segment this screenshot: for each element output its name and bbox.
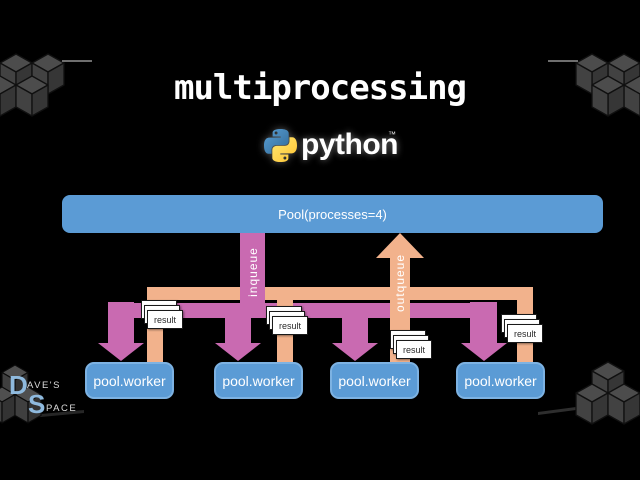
worker-label: pool.worker: [338, 372, 411, 389]
result-paper: result: [396, 340, 432, 359]
pool-box: Pool(processes=4): [62, 195, 603, 233]
worker-label: pool.worker: [464, 372, 537, 389]
arrow-down-icon: [332, 343, 378, 361]
result-label: result: [402, 344, 425, 355]
result-paper: result: [507, 324, 543, 343]
inqueue-arrow-shaft: [240, 232, 265, 318]
watermark-cubes: [0, 364, 84, 424]
corner-cubes-bottom-right: [538, 361, 640, 425]
worker-box-3: pool.worker: [330, 362, 419, 399]
arrow-down-icon: [215, 343, 261, 361]
result-label: result: [513, 328, 536, 339]
worker-box-1: pool.worker: [85, 362, 174, 399]
result-stack-4: result: [501, 314, 545, 344]
corner-cubes-top-right: [548, 53, 640, 117]
worker-box-4: pool.worker: [456, 362, 545, 399]
outqueue-label: outqueue: [393, 253, 407, 313]
watermark-letter-s: S: [28, 389, 46, 419]
corner-cubes-top-left: [0, 53, 92, 117]
result-stack-2: result: [266, 306, 310, 336]
pool-label: Pool(processes=4): [278, 206, 387, 222]
python-wordmark: python: [301, 128, 398, 161]
python-trademark: ™: [388, 130, 396, 139]
inqueue-drop-worker2: [225, 316, 251, 345]
worker-box-2: pool.worker: [214, 362, 303, 399]
result-paper: result: [147, 310, 183, 329]
result-stack-1: result: [141, 300, 185, 330]
watermark-text-pace: PACE: [46, 403, 78, 414]
arrow-down-icon: [461, 343, 507, 361]
watermark-text-aves: AVE'S: [27, 380, 61, 391]
arrow-down-icon: [98, 343, 144, 361]
inqueue-label: inqueue: [246, 247, 260, 297]
worker-label: pool.worker: [222, 372, 295, 389]
outqueue-horizontal-band: [147, 287, 533, 300]
result-label: result: [278, 320, 301, 331]
result-stack-3: result: [390, 330, 434, 360]
inqueue-drop-worker3: [342, 316, 368, 345]
result-paper: result: [272, 316, 308, 335]
outqueue-arrow-up-icon: [376, 233, 424, 258]
worker-label: pool.worker: [93, 372, 166, 389]
watermark-letter-d: D: [9, 370, 28, 400]
result-label: result: [153, 314, 176, 325]
inqueue-drop-worker4: [470, 302, 497, 345]
page-title: multiprocessing: [173, 68, 467, 108]
inqueue-drop-worker1: [108, 302, 134, 345]
python-logo-icon: [264, 129, 297, 162]
